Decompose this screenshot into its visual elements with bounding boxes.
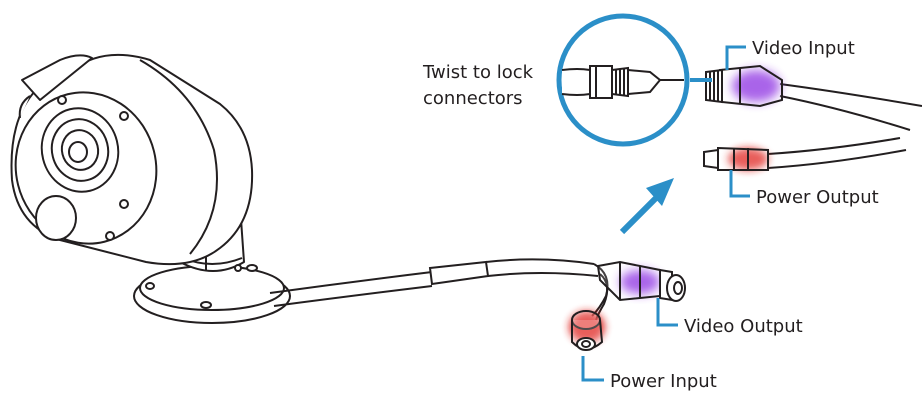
camera — [10, 53, 291, 324]
video-output-label: Video Output — [684, 316, 803, 337]
magnifier-circle-icon — [556, 13, 712, 147]
video-output-connector — [596, 260, 686, 302]
power-input-label: Power Input — [610, 371, 717, 392]
power-output-label: Power Output — [756, 187, 879, 208]
power-output-connector — [703, 146, 769, 171]
main-cable — [269, 258, 599, 307]
extension-cables — [767, 83, 922, 169]
video-input-connector — [705, 64, 783, 108]
camera-mount-base — [133, 264, 291, 324]
twist-connector-detail — [561, 65, 684, 99]
power-input-connector — [569, 310, 605, 351]
video-input-label: Video Input — [752, 38, 855, 59]
camera-front-face — [14, 91, 158, 245]
twist-label-line2: connectors — [423, 88, 523, 109]
leader-lines — [581, 45, 750, 382]
arrow-up-right-icon — [619, 178, 674, 235]
twist-label-line1: Twist to lock — [422, 62, 534, 83]
